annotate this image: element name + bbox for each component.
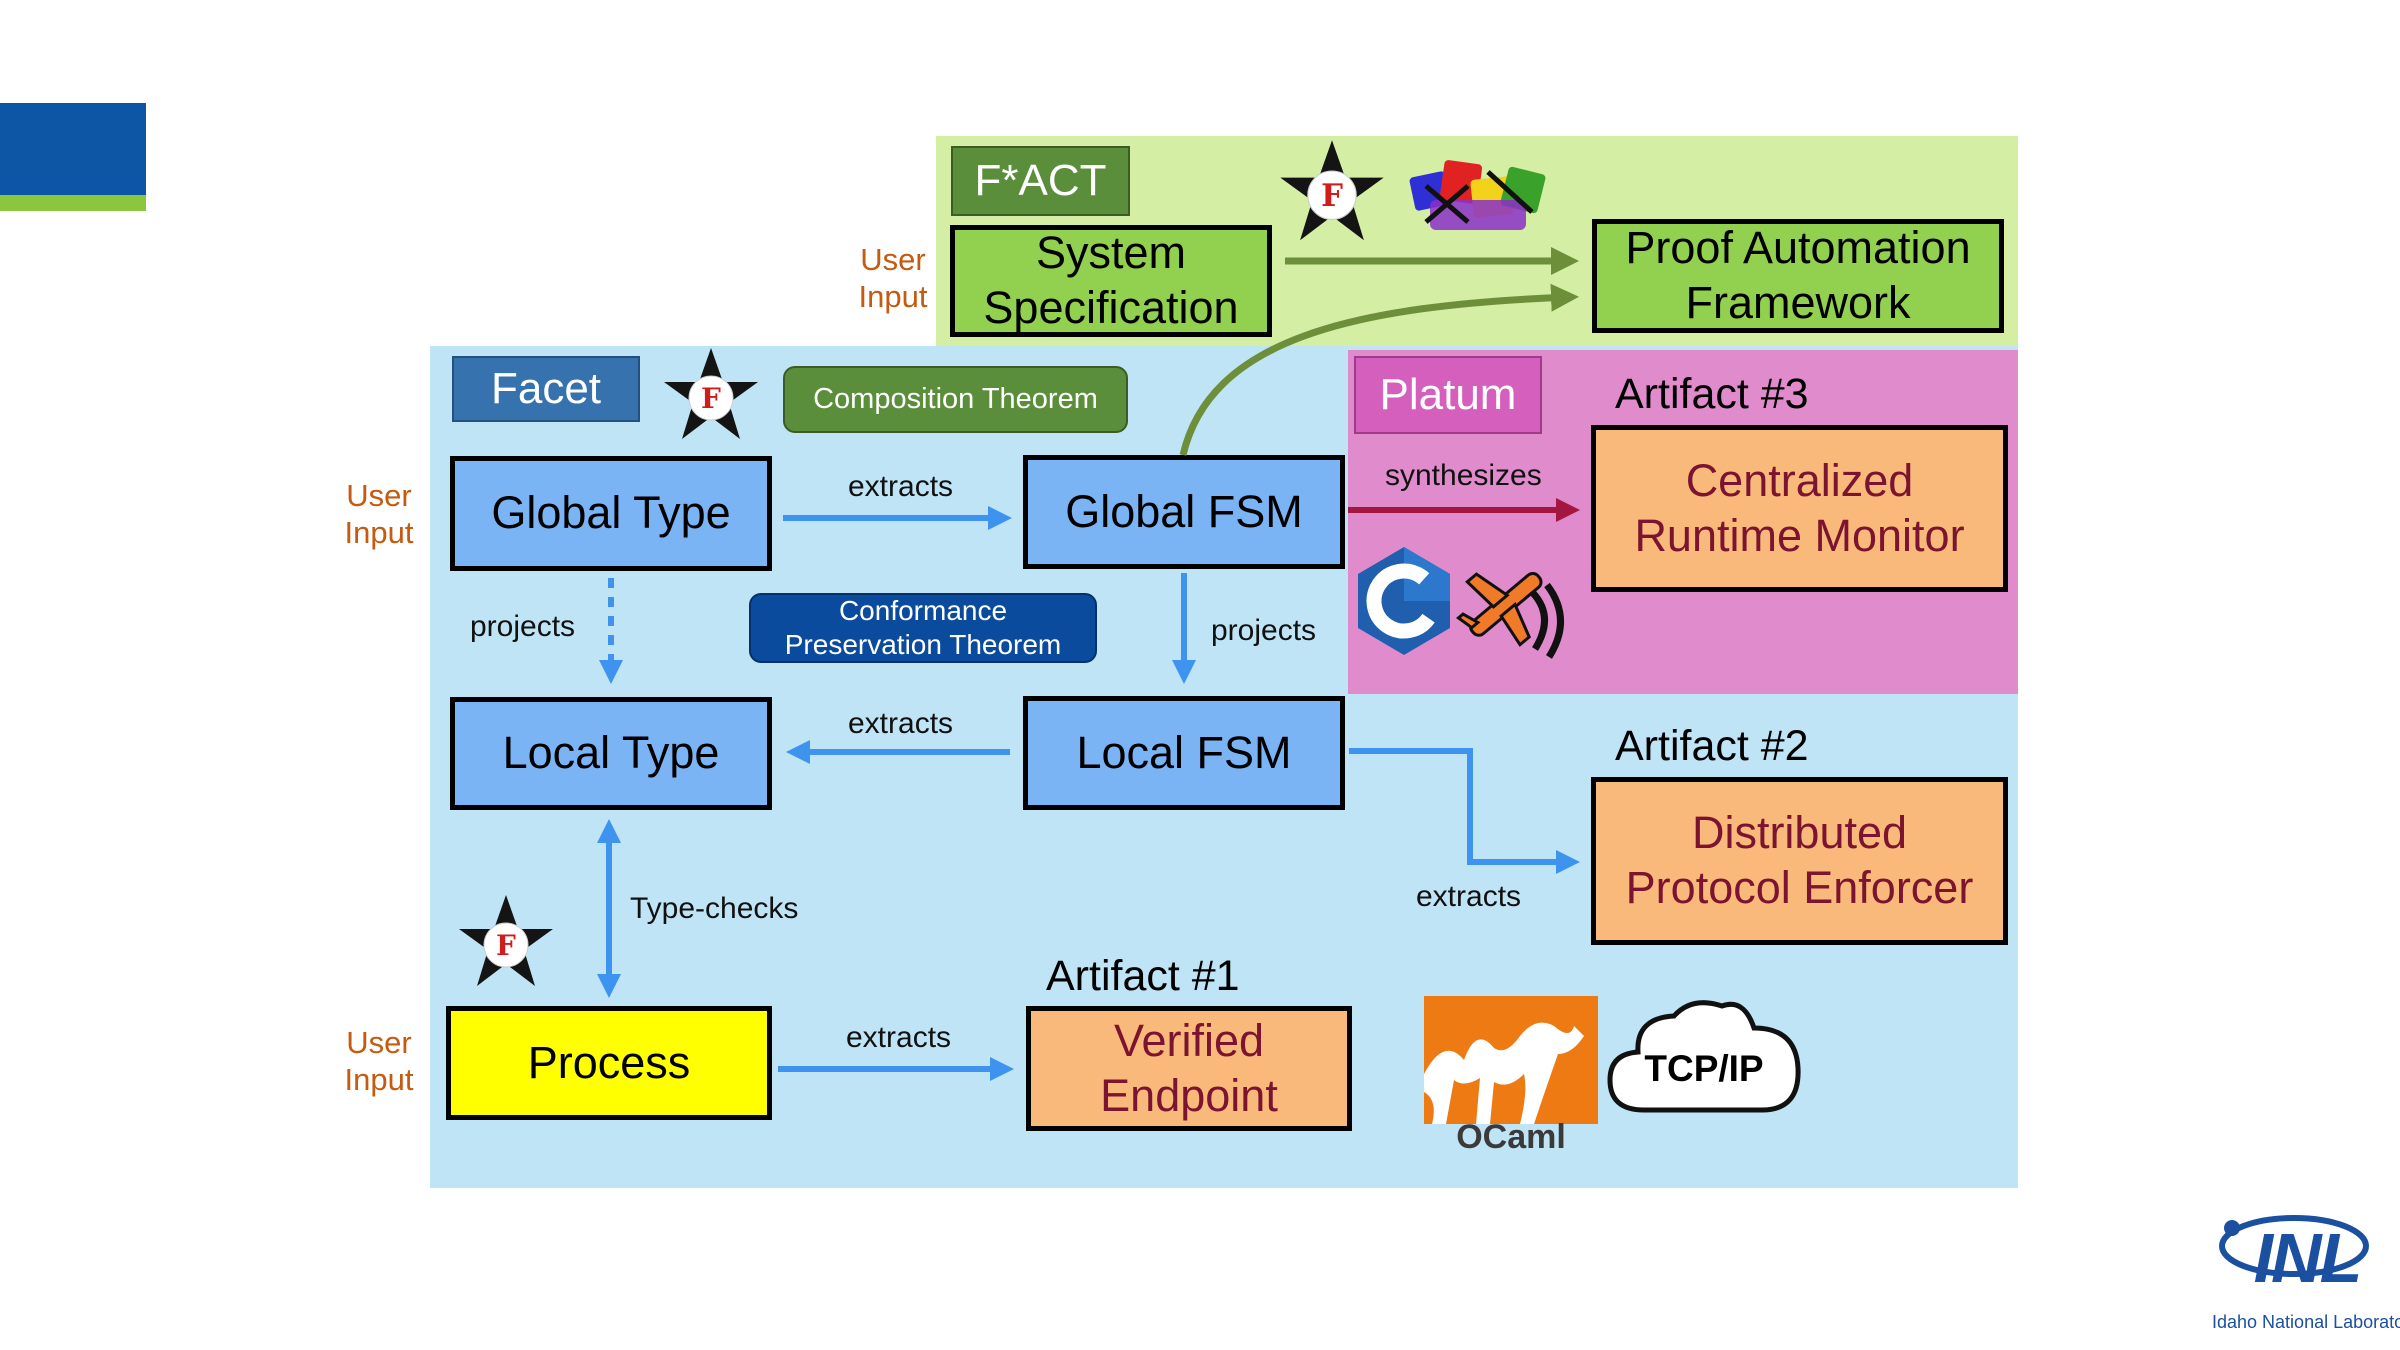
local-fsm-box[interactable]: Local FSM	[1023, 696, 1345, 810]
svg-text:F: F	[1321, 178, 1343, 214]
tcpip-cloud-icon	[1607, 1000, 1801, 1113]
corner-accent-green	[0, 195, 146, 211]
verified-endpoint-box[interactable]: Verified Endpoint	[1026, 1006, 1352, 1131]
user-input-spec: User Input	[858, 242, 928, 315]
user-input-global-type: User Input	[344, 478, 414, 551]
system-specification-box[interactable]: System Specification	[950, 225, 1272, 337]
fstar-star-icon: F	[459, 895, 553, 986]
arrow-lfsm-to-enforcer	[1349, 748, 1580, 874]
fact-title: F*ACT	[951, 146, 1130, 216]
edge-label-gt-extracts: extracts	[848, 470, 954, 503]
artifact-1-label: Artifact #1	[1046, 952, 1240, 1000]
svg-text:F: F	[496, 929, 516, 962]
svg-text:F: F	[701, 382, 721, 415]
corner-accent-blue	[0, 103, 146, 195]
ocaml-camel-icon	[1424, 996, 1598, 1124]
artifact-2-label: Artifact #2	[1615, 722, 1809, 770]
paper-airplane-icon	[1456, 571, 1564, 659]
global-fsm-box[interactable]: Global FSM	[1023, 455, 1345, 569]
edge-label-process-extracts: extracts	[846, 1021, 952, 1054]
c-language-icon	[1358, 547, 1450, 655]
inl-logo-icon	[2219, 1215, 2369, 1277]
inl-logo-text: INL	[2253, 1219, 2363, 1297]
local-type-box[interactable]: Local Type	[450, 697, 772, 810]
global-type-box[interactable]: Global Type	[450, 456, 772, 571]
distributed-protocol-enforcer-box[interactable]: Distributed Protocol Enforcer	[1591, 777, 2008, 945]
artifact-3-label: Artifact #3	[1615, 370, 1809, 418]
edge-label-gt-projects: projects	[470, 610, 576, 643]
facet-title: Facet	[452, 356, 640, 422]
proof-automation-framework-box[interactable]: Proof Automation Framework	[1592, 219, 2004, 333]
edge-label-enforcer-extracts: extracts	[1416, 880, 1522, 913]
inl-full-name: Idaho National Laboratory	[2212, 1312, 2400, 1332]
edge-label-lfsm-extracts: extracts	[848, 707, 954, 740]
coq-rooster-icon	[1409, 160, 1546, 230]
arrow-gfsm-to-proof	[1179, 283, 1579, 456]
composition-theorem: Composition Theorem	[783, 366, 1128, 433]
fstar-star-icon: F	[1280, 140, 1384, 241]
fstar-star-icon: F	[664, 348, 758, 439]
conformance-theorem: Conformance Preservation Theorem	[749, 593, 1097, 663]
ocaml-wordmark: OCaml	[1456, 1118, 1566, 1156]
process-box[interactable]: Process	[446, 1006, 772, 1120]
centralized-runtime-monitor-box[interactable]: Centralized Runtime Monitor	[1591, 425, 2008, 592]
tcpip-label: TCP/IP	[1644, 1048, 1764, 1089]
user-input-process: User Input	[344, 1025, 414, 1098]
edge-label-gfsm-projects: projects	[1211, 614, 1317, 647]
platum-title: Platum	[1354, 356, 1542, 434]
edge-label-type-checks: Type-checks	[630, 892, 799, 925]
edge-label-synthesizes: synthesizes	[1385, 459, 1542, 492]
